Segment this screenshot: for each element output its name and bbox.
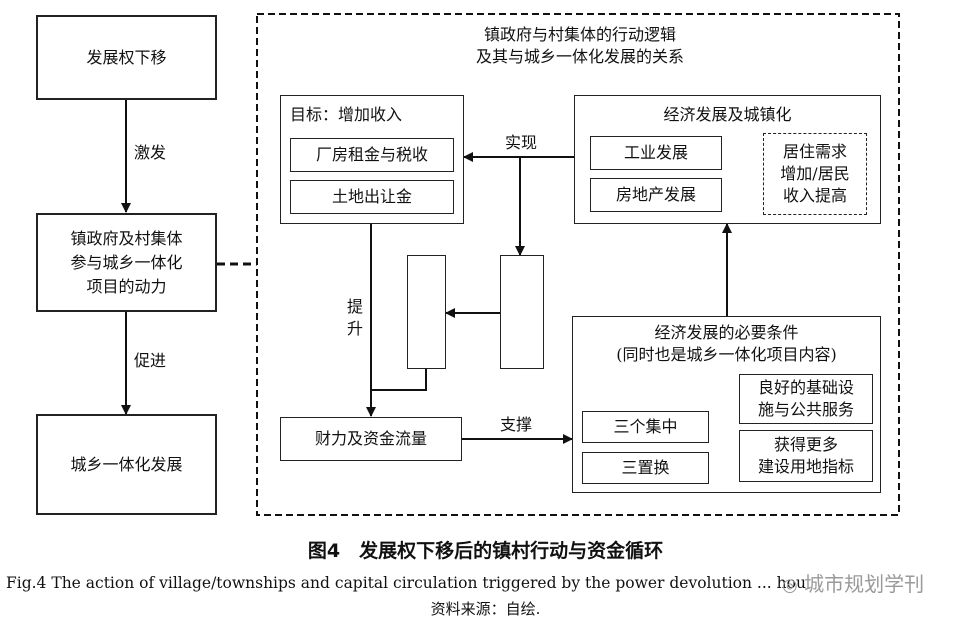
watermark-text: 城市规划学刊 (804, 572, 925, 596)
goal-item-rent-tax: 厂房租金与税收 (290, 138, 454, 172)
goal-item-land-sale: 土地出让金 (290, 180, 454, 214)
cond-item-three-concentrations: 三个集中 (582, 411, 709, 443)
finance-box: 财力及资金流量 (280, 417, 462, 461)
econ-item-realestate: 房地产发展 (590, 178, 722, 212)
cond-item-land-quota: 获得更多 建设用地指标 (739, 430, 873, 482)
label-realize: 实现 (505, 133, 538, 152)
label-promote: 促进 (134, 351, 167, 370)
label-raise: 提 升 (347, 297, 364, 338)
tall-box-left (407, 255, 446, 369)
cond-item-infrastructure: 良好的基础设 施与公共服务 (739, 374, 873, 424)
econ-item-industry: 工业发展 (590, 136, 722, 170)
box-urban-rural: 城乡一体化发展 (36, 414, 217, 515)
goal-title: 目标：增加收入 (290, 105, 403, 124)
line-left-tall-down (371, 369, 427, 391)
figure-source: 资料来源：自绘. (430, 600, 541, 618)
label-support: 支撑 (500, 415, 533, 434)
label-stimulate: 激发 (134, 143, 167, 162)
frame-title: 镇政府与村集体的行动逻辑 及其与城乡一体化发展的关系 (475, 25, 684, 66)
econ-title: 经济发展及城镇化 (663, 105, 792, 124)
box-devolution: 发展权下移 (36, 15, 217, 100)
tall-box-right (500, 255, 544, 369)
conditions-title: 经济发展的必要条件 (同时也是城乡一体化项目内容) (616, 323, 837, 364)
box-motivation: 镇政府及村集体 参与城乡一体化 项目的动力 (36, 213, 217, 312)
cond-item-three-replacements: 三置换 (582, 452, 709, 484)
figure-caption-cn: 图4 发展权下移后的镇村行动与资金循环 (307, 540, 664, 562)
watermark: ◎ 城市规划学刊 (782, 568, 924, 597)
econ-side-demand: 居住需求 增加/居民 收入提高 (763, 133, 867, 215)
figure-caption-en: Fig.4 The action of village/townships an… (6, 574, 806, 592)
wechat-icon: ◎ (782, 575, 798, 596)
